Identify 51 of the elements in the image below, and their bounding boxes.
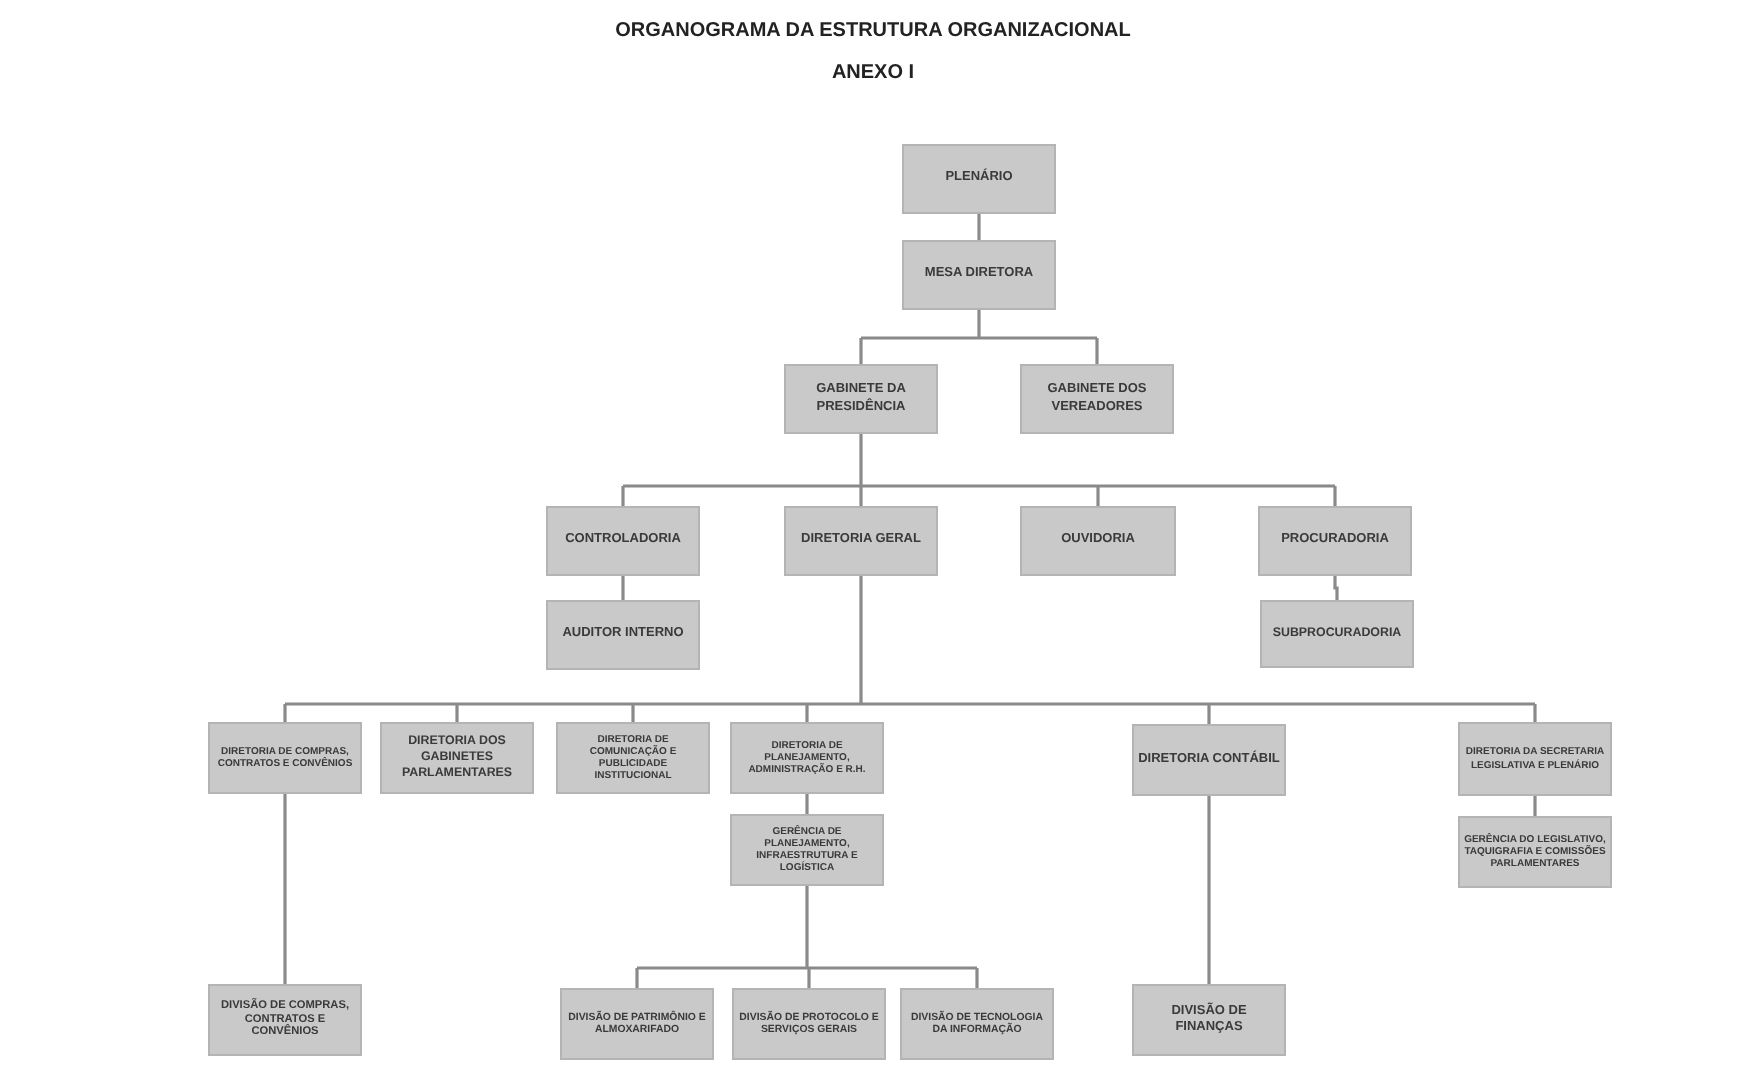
org-unit-box [546, 506, 700, 576]
subtitle: ANEXO I [829, 62, 917, 84]
connector-line [1333, 486, 1337, 506]
connector-line [621, 432, 1337, 488]
connector-line [283, 794, 287, 984]
org-unit-box [208, 984, 362, 1056]
org-unit-box [546, 600, 700, 670]
connector-line [1207, 796, 1211, 984]
connector-line [283, 704, 287, 722]
org-unit-box [1458, 816, 1612, 888]
org-unit-box [1458, 722, 1612, 796]
org-unit-box [560, 988, 714, 1060]
connector-line [1333, 576, 1339, 600]
org-unit-box [1020, 364, 1174, 434]
connector-line [1207, 704, 1211, 724]
org-unit-box [1132, 984, 1286, 1056]
connector-line [859, 338, 863, 364]
connector-line [975, 968, 979, 988]
org-unit-box [208, 722, 362, 794]
org-unit-box [1020, 506, 1176, 576]
org-unit-box [900, 988, 1054, 1060]
org-unit-box [556, 722, 710, 794]
connector-line [977, 214, 981, 240]
org-unit-box [1260, 600, 1414, 668]
connector-line [1095, 338, 1099, 364]
connector-line [1533, 704, 1537, 722]
connector-line [635, 968, 639, 988]
connector-line [455, 704, 459, 722]
connector-line [859, 308, 1099, 340]
connector-line [859, 486, 863, 506]
org-unit-box [1132, 724, 1286, 796]
org-unit-box [902, 144, 1056, 214]
connector-line [805, 794, 809, 814]
connector-line [621, 576, 625, 600]
org-unit-box [1258, 506, 1412, 576]
connector-line [1533, 796, 1537, 816]
org-unit-box [784, 364, 938, 434]
connector-line [807, 968, 811, 988]
org-unit-box [784, 506, 938, 576]
connector-line [283, 574, 1537, 706]
org-unit-box [902, 240, 1056, 310]
org-unit-box [380, 722, 534, 794]
org-unit-box [732, 988, 886, 1060]
org-unit-box [730, 814, 884, 886]
diagram-title: ORGANOGRAMA DA ESTRUTURA ORGANIZACIONAL [613, 20, 1133, 42]
connector-line [1096, 486, 1100, 506]
connector-line [621, 486, 625, 506]
org-unit-box [730, 722, 884, 794]
connector-line [631, 704, 635, 722]
connector-line [805, 704, 809, 722]
connector-line [635, 884, 979, 970]
